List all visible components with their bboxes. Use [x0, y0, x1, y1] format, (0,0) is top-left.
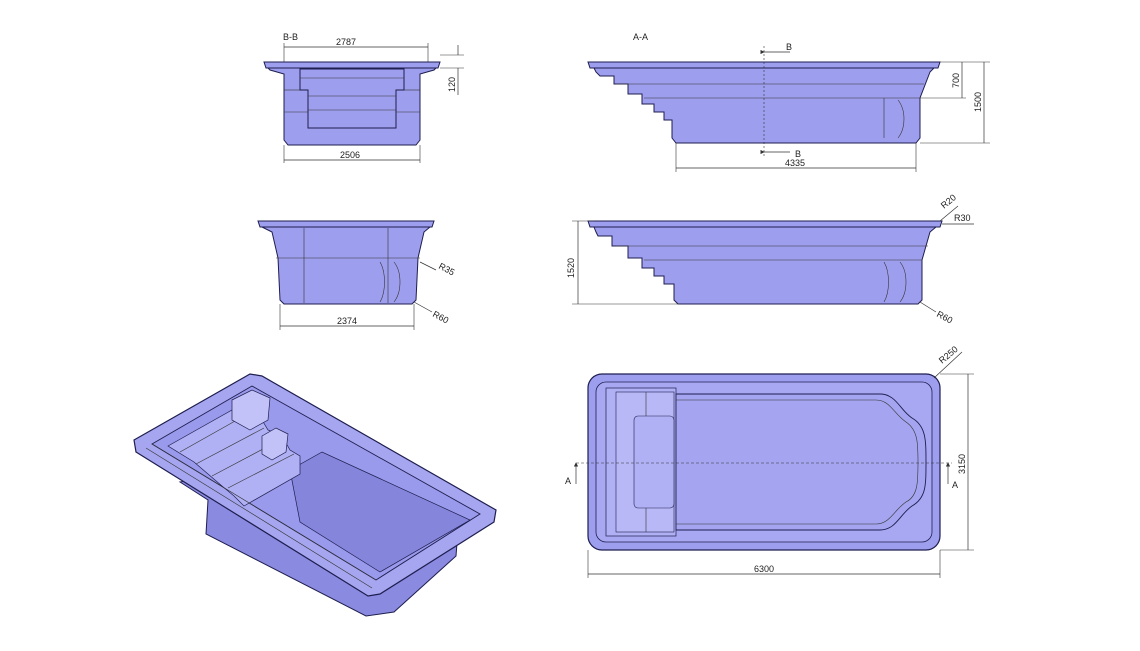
section-b-marker-top: B	[786, 42, 792, 52]
section-a-marker-left: A	[565, 476, 571, 486]
section-aa-rim	[587, 61, 941, 69]
dim-side-height: 1520	[566, 258, 576, 278]
iso-step-block	[231, 389, 271, 431]
section-aa-body	[593, 67, 936, 144]
iso-floor	[289, 451, 471, 573]
end-elevation-body	[261, 226, 432, 305]
plan-floor	[675, 393, 927, 531]
section-bb-steps	[299, 68, 405, 129]
dim-plan-length: 6300	[754, 564, 774, 574]
dim-bottom-width: 2506	[340, 150, 360, 160]
section-b-marker-bottom: B	[795, 149, 801, 159]
dim-top-width: 2787	[336, 37, 356, 47]
dim-corner-radius: R250	[937, 344, 960, 365]
dim-plan-width: 3150	[957, 454, 967, 474]
iso-step-block-2	[261, 427, 289, 461]
dim-radius-top: R20	[939, 192, 958, 210]
section-bb-label: B-B	[283, 32, 298, 42]
section-aa-label: A-A	[633, 32, 648, 42]
section-a-marker-right: A	[952, 480, 958, 490]
dim-radius-bottom-side: R60	[935, 309, 954, 326]
dim-height-total: 1500	[973, 92, 983, 112]
side-elevation-rim	[587, 220, 943, 228]
dim-radius-bottom-end: R60	[431, 309, 450, 326]
side-elevation-body	[593, 226, 938, 305]
plan-view: A A R250 3150 6300	[565, 344, 974, 578]
end-elevation-rim	[257, 220, 435, 228]
section-aa-view: A-A B B 700 1500 4335	[587, 32, 990, 172]
dim-radius-small: R35	[437, 261, 456, 278]
dim-end-bottom-width: 2374	[337, 316, 357, 326]
end-elevation-view: R35 R60 2374	[257, 220, 456, 330]
side-elevation-view: 1520 R20 R30 R60	[566, 192, 974, 326]
isometric-view	[133, 373, 497, 617]
dim-height-upper: 700	[951, 73, 961, 88]
dim-radius-rim: R30	[954, 213, 971, 223]
dim-bottom-length: 4335	[785, 158, 805, 168]
section-bb-view: B-B 2787 120 2506	[263, 32, 464, 163]
dim-rim-height: 120	[447, 77, 457, 92]
section-bb-rim	[263, 61, 441, 69]
